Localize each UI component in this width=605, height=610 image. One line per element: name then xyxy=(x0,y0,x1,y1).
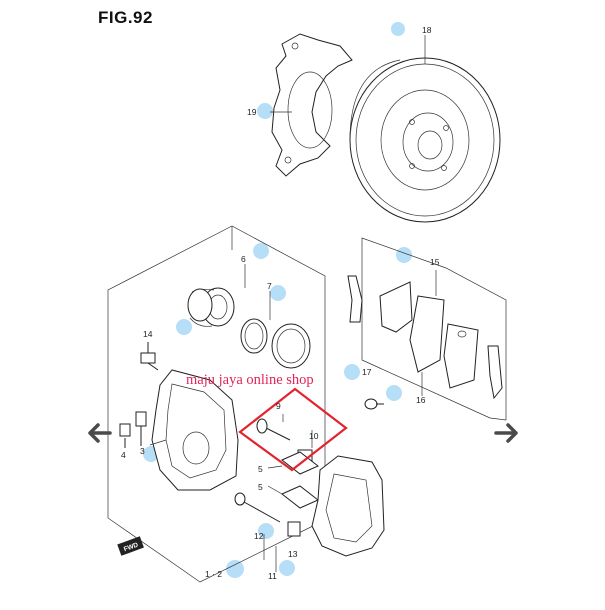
callout-11: 11 xyxy=(268,571,277,581)
brake-disc-part xyxy=(349,57,501,223)
watermark-text: maju jaya online shop xyxy=(186,372,314,388)
callout-17: 17 xyxy=(362,367,372,377)
callout-5a: 5 xyxy=(258,464,263,474)
caliper-bracket-part xyxy=(311,455,385,557)
callout-5b: 5 xyxy=(258,482,263,492)
prev-image-button[interactable] xyxy=(84,417,116,449)
bleeder-parts xyxy=(119,411,147,448)
marker-dots xyxy=(143,22,412,578)
arrow-left-icon xyxy=(88,423,112,443)
callout-7: 7 xyxy=(267,281,272,291)
fwd-badge: FWD xyxy=(117,536,144,556)
figure-title: FIG.92 xyxy=(98,8,153,27)
callout-15: 15 xyxy=(430,257,440,267)
callout-19: 19 xyxy=(247,107,257,117)
bolt-17-part xyxy=(364,398,384,410)
bolt-14-part xyxy=(140,342,159,371)
caliper-body-part xyxy=(149,369,239,491)
callout-13: 13 xyxy=(288,549,298,559)
svg-text:FWD: FWD xyxy=(123,542,140,554)
bracket-bolt-parts xyxy=(234,492,301,572)
next-image-button[interactable] xyxy=(490,417,522,449)
callout-16: 16 xyxy=(416,395,426,405)
callout-10: 10 xyxy=(309,431,319,441)
callout-numbers: 18 19 6 7 15 14 17 16 9 10 5 5 4 3 12 13… xyxy=(121,25,440,581)
brake-pad-parts xyxy=(347,275,503,400)
callout-1-2: 1 · 2 xyxy=(205,569,222,579)
pad-clip-parts xyxy=(267,451,319,509)
arrow-right-icon xyxy=(494,423,518,443)
callout-12: 12 xyxy=(254,531,264,541)
piston-seal-parts xyxy=(187,287,311,369)
callout-4: 4 xyxy=(121,450,126,460)
highlight-box xyxy=(238,387,348,472)
callout-9: 9 xyxy=(276,401,281,411)
pad-box xyxy=(361,237,507,421)
callout-14: 14 xyxy=(143,329,153,339)
callout-6: 6 xyxy=(241,254,246,264)
callout-18: 18 xyxy=(422,25,432,35)
callout-3: 3 xyxy=(140,446,145,456)
dust-shield-part xyxy=(271,33,353,177)
